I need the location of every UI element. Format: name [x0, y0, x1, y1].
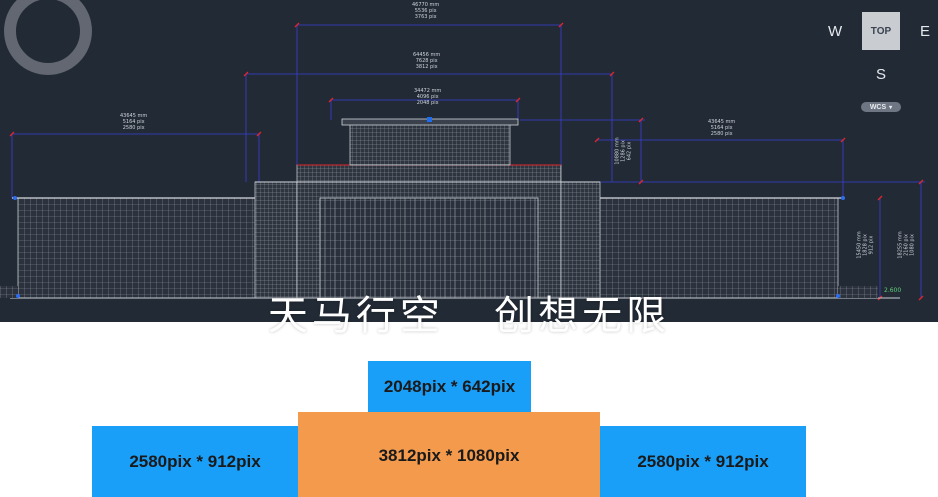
resolution-right-label: 2580pix * 912pix: [637, 451, 769, 471]
building: [0, 117, 900, 299]
dimension-lines: [11, 24, 925, 298]
chevron-down-icon: ▾: [889, 104, 893, 111]
tagline: 天马行空 创想无限: [0, 282, 938, 342]
dimension-ticks: [9, 22, 924, 301]
dim-left-wing-label: 43645 mm 5164 pix 2580 pix: [120, 113, 148, 131]
dim-wing-height-label: 15450 mm 1828 pix 912 pix: [856, 231, 875, 259]
compass-west[interactable]: W: [828, 23, 843, 40]
dim-right-wing-label: 43645 mm 5164 pix 2580 pix: [708, 119, 736, 137]
compass-east[interactable]: E: [920, 23, 931, 40]
elevation-marker: 2.600: [884, 287, 902, 294]
tagline-text: 天马行空 创想无限: [267, 293, 671, 339]
dim-middle-label: 64456 mm 7628 pix 3812 pix: [413, 52, 441, 70]
resolution-block-top: 2048pix * 642pix: [368, 361, 531, 412]
dim-total-height-label: 18255 mm 2160 pix 1080 pix: [897, 231, 916, 259]
dim-inner-label: 34472 mm 4096 pix 2048 pix: [414, 88, 442, 106]
dim-tower-height-label: 10880 mm 1286 pix 642 pix: [614, 137, 633, 165]
compass-south[interactable]: S: [876, 66, 887, 83]
resolution-left-label: 2580pix * 912pix: [129, 451, 261, 471]
dim-overall-label: 46770 mm 5536 pix 3763 pix: [412, 2, 440, 20]
viewcube-compass-ring[interactable]: [0, 0, 105, 95]
resolution-block-right: 2580pix * 912pix: [600, 426, 806, 497]
wcs-dropdown[interactable]: WCS ▾: [861, 102, 901, 112]
building-elevation-drawing: [0, 22, 925, 301]
resolution-center-label: 3812pix * 1080pix: [378, 446, 520, 465]
resolution-block-left: 2580pix * 912pix: [92, 426, 298, 497]
viewcube-top-face[interactable]: TOP: [862, 12, 900, 50]
resolution-top-label: 2048pix * 642pix: [383, 376, 516, 396]
cad-viewport[interactable]: 46770 mm 5536 pix 3763 pix 64456 mm 7628…: [0, 0, 938, 322]
resolution-block-center: 3812pix * 1080pix: [298, 412, 600, 497]
wcs-label: WCS: [869, 103, 887, 111]
